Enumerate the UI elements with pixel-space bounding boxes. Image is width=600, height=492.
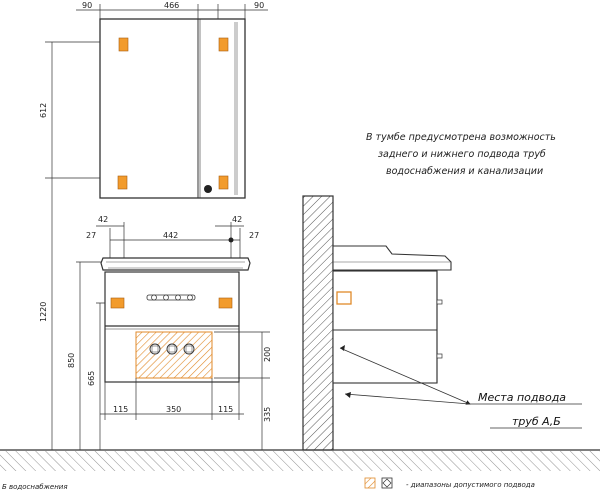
dim-pipe-left-margin: 115 [113, 405, 128, 414]
pipe-callout [339, 345, 582, 429]
wall-section [302, 195, 334, 451]
floor [0, 449, 600, 471]
note-line-3: водоснабжения и канализации [386, 166, 543, 177]
vanity-side [332, 245, 452, 384]
dim-total-height: 1220 [39, 302, 48, 322]
bracket-icon [218, 297, 233, 309]
legend-right-text: - диапазоны допустимого подвода [406, 481, 535, 489]
dim-vanity-left-42: 42 [98, 215, 108, 224]
pipe-zone-front [135, 331, 213, 379]
dim-pipe-zone-width: 350 [166, 405, 181, 414]
knob-icon [436, 299, 443, 305]
callout-line-1: Места подвода [478, 391, 566, 404]
pipe-back-zone [336, 291, 352, 305]
dim-mirror-side-left: 90 [82, 1, 92, 10]
note-line-1: В тумбе предусмотрена возможность [366, 132, 556, 143]
drawer-handle-icon [146, 294, 196, 301]
callout-line-2: труб А,Б [512, 415, 561, 428]
vanity-top-dimensions [96, 222, 244, 262]
vanity-front [100, 257, 251, 383]
dim-pipe-right-margin: 115 [218, 405, 233, 414]
bracket-icon [218, 175, 229, 190]
hatch-swatch-icon [364, 477, 376, 489]
bracket-icon [117, 175, 128, 190]
dim-mirror-height: 612 [39, 103, 48, 118]
dim-vanity-center-442: 442 [163, 231, 178, 240]
mirror-top-dimensions [76, 4, 268, 30]
dim-pipe-zone-height: 200 [263, 347, 272, 362]
bracket-icon [110, 297, 125, 309]
cross-swatch-icon [381, 477, 393, 489]
dim-vanity-right-27: 27 [249, 231, 259, 240]
pipe-inlet-icon [149, 343, 161, 355]
dim-mount-top: 850 [67, 353, 76, 368]
legend-left-text: Б водоснабжения [2, 483, 68, 491]
pipe-inlet-icon [183, 343, 195, 355]
pipe-inlet-icon [166, 343, 178, 355]
dim-mount-lower: 665 [87, 371, 96, 386]
switch-icon [204, 185, 212, 193]
vertical-dimensions [45, 41, 115, 450]
mount-point-icon [228, 237, 234, 243]
dim-mirror-width: 466 [164, 1, 179, 10]
installation-note: В тумбе предусмотрена возможность заднег… [366, 132, 556, 177]
legend-swatches [364, 477, 393, 489]
mirror-mount-brackets [117, 37, 229, 193]
dim-vanity-left-27: 27 [86, 231, 96, 240]
bracket-icon [218, 37, 229, 52]
note-line-2: заднего и нижнего подвода труб [378, 149, 546, 160]
bracket-icon [118, 37, 129, 52]
dim-pipe-zone-floor: 335 [263, 407, 272, 422]
pipe-zone-dimensions [100, 331, 270, 450]
dim-vanity-right-42: 42 [232, 215, 242, 224]
knob-icon [436, 353, 443, 359]
dim-mirror-side-right: 90 [254, 1, 264, 10]
